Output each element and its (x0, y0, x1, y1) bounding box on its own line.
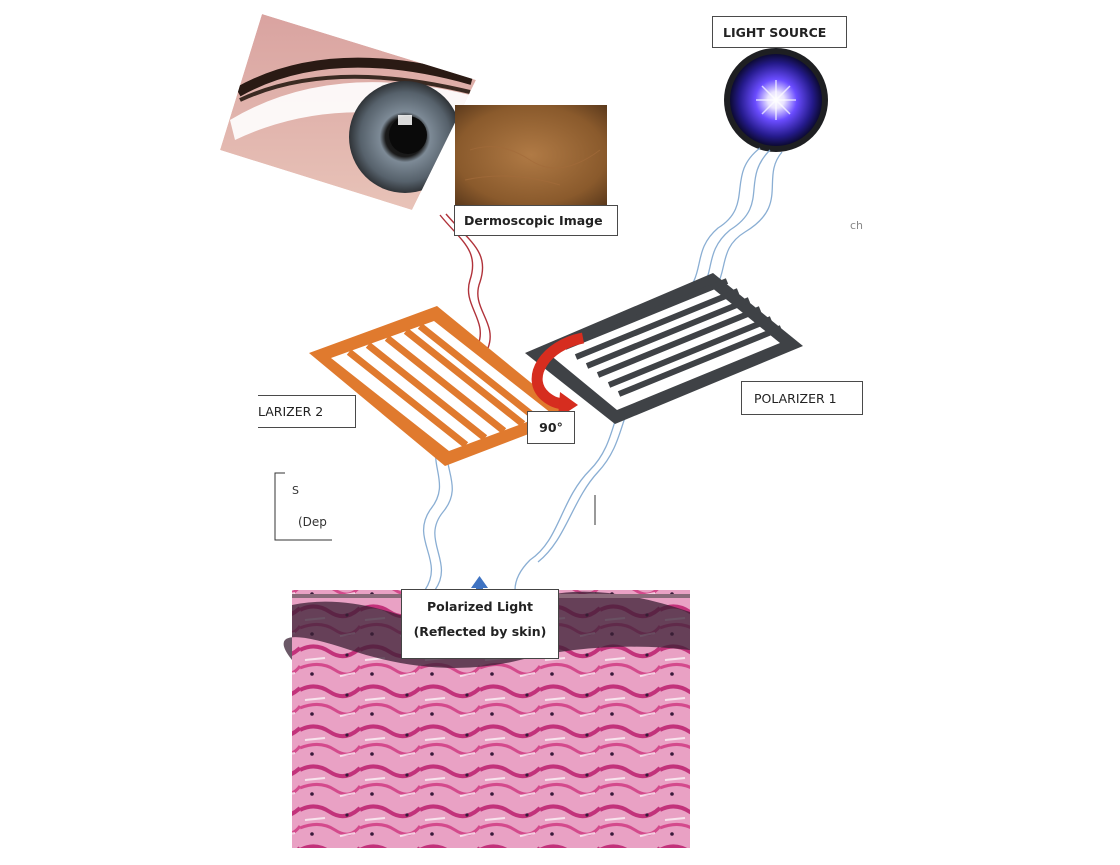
dermoscopic-image-label: Dermoscopic Image (454, 205, 618, 236)
angle-label: 90° (527, 411, 575, 444)
polarizer-1 (525, 273, 803, 424)
left-fragment-text-2: (Dep (298, 515, 327, 529)
polarizer-2 (309, 306, 573, 466)
polarized-light-label: Polarized Light (Reflected by skin) (401, 589, 559, 659)
light-bulb-glow (724, 48, 828, 152)
polarizer-2-label: LARIZER 2 (258, 395, 356, 428)
left-fragment-text-1: S (292, 484, 299, 497)
fragment-brackets (274, 472, 596, 541)
polarized-light-subtitle: (Reflected by skin) (413, 624, 547, 639)
polarized-light-title: Polarized Light (426, 599, 534, 614)
dermoscopic-photo (455, 105, 607, 205)
right-fragment-text: ch (850, 219, 864, 232)
eye-photo (220, 14, 476, 210)
light-source-label: LIGHT SOURCE (712, 16, 847, 48)
polarizer-1-label: POLARIZER 1 (741, 381, 863, 415)
